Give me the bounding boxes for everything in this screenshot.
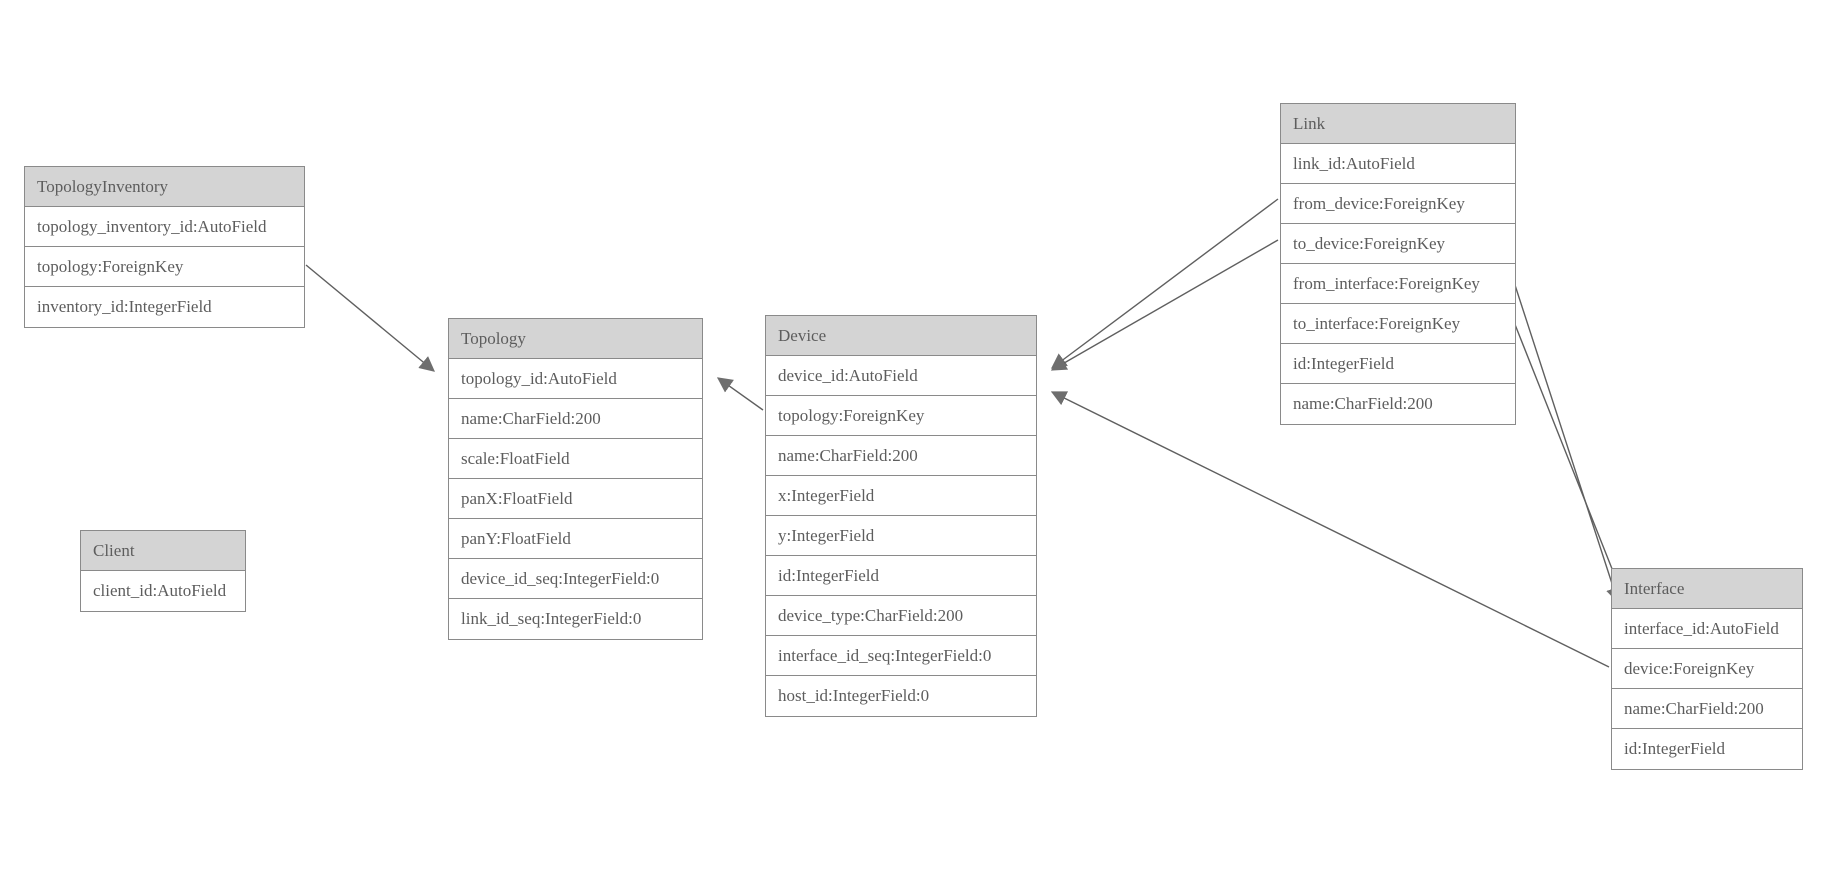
entity-field: topology:ForeignKey [766, 396, 1036, 436]
entity-field: device_id:AutoField [766, 356, 1036, 396]
edge-topologyinventory-topology [305, 264, 435, 372]
edge-link-from-device [1050, 198, 1279, 369]
entity-field: from_interface:ForeignKey [1281, 264, 1515, 304]
entity-field: inventory_id:IntegerField [25, 287, 304, 327]
entity-field: client_id:AutoField [81, 571, 245, 611]
edge-link-to-device [1050, 239, 1279, 371]
entity-field: name:CharField:200 [1281, 384, 1515, 424]
entity-field: interface_id:AutoField [1612, 609, 1802, 649]
entity-field: host_id:IntegerField:0 [766, 676, 1036, 716]
edge-interface-device [1050, 391, 1610, 668]
edge-link-from-interface [1513, 281, 1621, 604]
entity-field: name:CharField:200 [1612, 689, 1802, 729]
edge-link-to-interface [1513, 321, 1628, 606]
entity-field: id:IntegerField [766, 556, 1036, 596]
entity-field: device:ForeignKey [1612, 649, 1802, 689]
entity-field: link_id_seq:IntegerField:0 [449, 599, 702, 639]
entity-field: topology:ForeignKey [25, 247, 304, 287]
entity-title-topology: Topology [449, 319, 702, 359]
entity-field: device_type:CharField:200 [766, 596, 1036, 636]
entity-fields-client: client_id:AutoField [81, 571, 245, 611]
entity-field: to_device:ForeignKey [1281, 224, 1515, 264]
entity-title-device: Device [766, 316, 1036, 356]
entity-field: x:IntegerField [766, 476, 1036, 516]
entity-title-link: Link [1281, 104, 1515, 144]
entity-field: from_device:ForeignKey [1281, 184, 1515, 224]
entity-field: link_id:AutoField [1281, 144, 1515, 184]
entity-field: y:IntegerField [766, 516, 1036, 556]
entity-field: panY:FloatField [449, 519, 702, 559]
entity-field: device_id_seq:IntegerField:0 [449, 559, 702, 599]
entity-title-topologyinventory: TopologyInventory [25, 167, 304, 207]
entity-field: name:CharField:200 [766, 436, 1036, 476]
entity-field: panX:FloatField [449, 479, 702, 519]
entity-field: id:IntegerField [1281, 344, 1515, 384]
entity-field: topology_inventory_id:AutoField [25, 207, 304, 247]
entity-field: topology_id:AutoField [449, 359, 702, 399]
entity-field: id:IntegerField [1612, 729, 1802, 769]
entity-title-client: Client [81, 531, 245, 571]
entity-title-interface: Interface [1612, 569, 1802, 609]
entity-field: interface_id_seq:IntegerField:0 [766, 636, 1036, 676]
entity-field: name:CharField:200 [449, 399, 702, 439]
entity-field: scale:FloatField [449, 439, 702, 479]
entity-field: to_interface:ForeignKey [1281, 304, 1515, 344]
edge-device-topology [716, 377, 764, 411]
